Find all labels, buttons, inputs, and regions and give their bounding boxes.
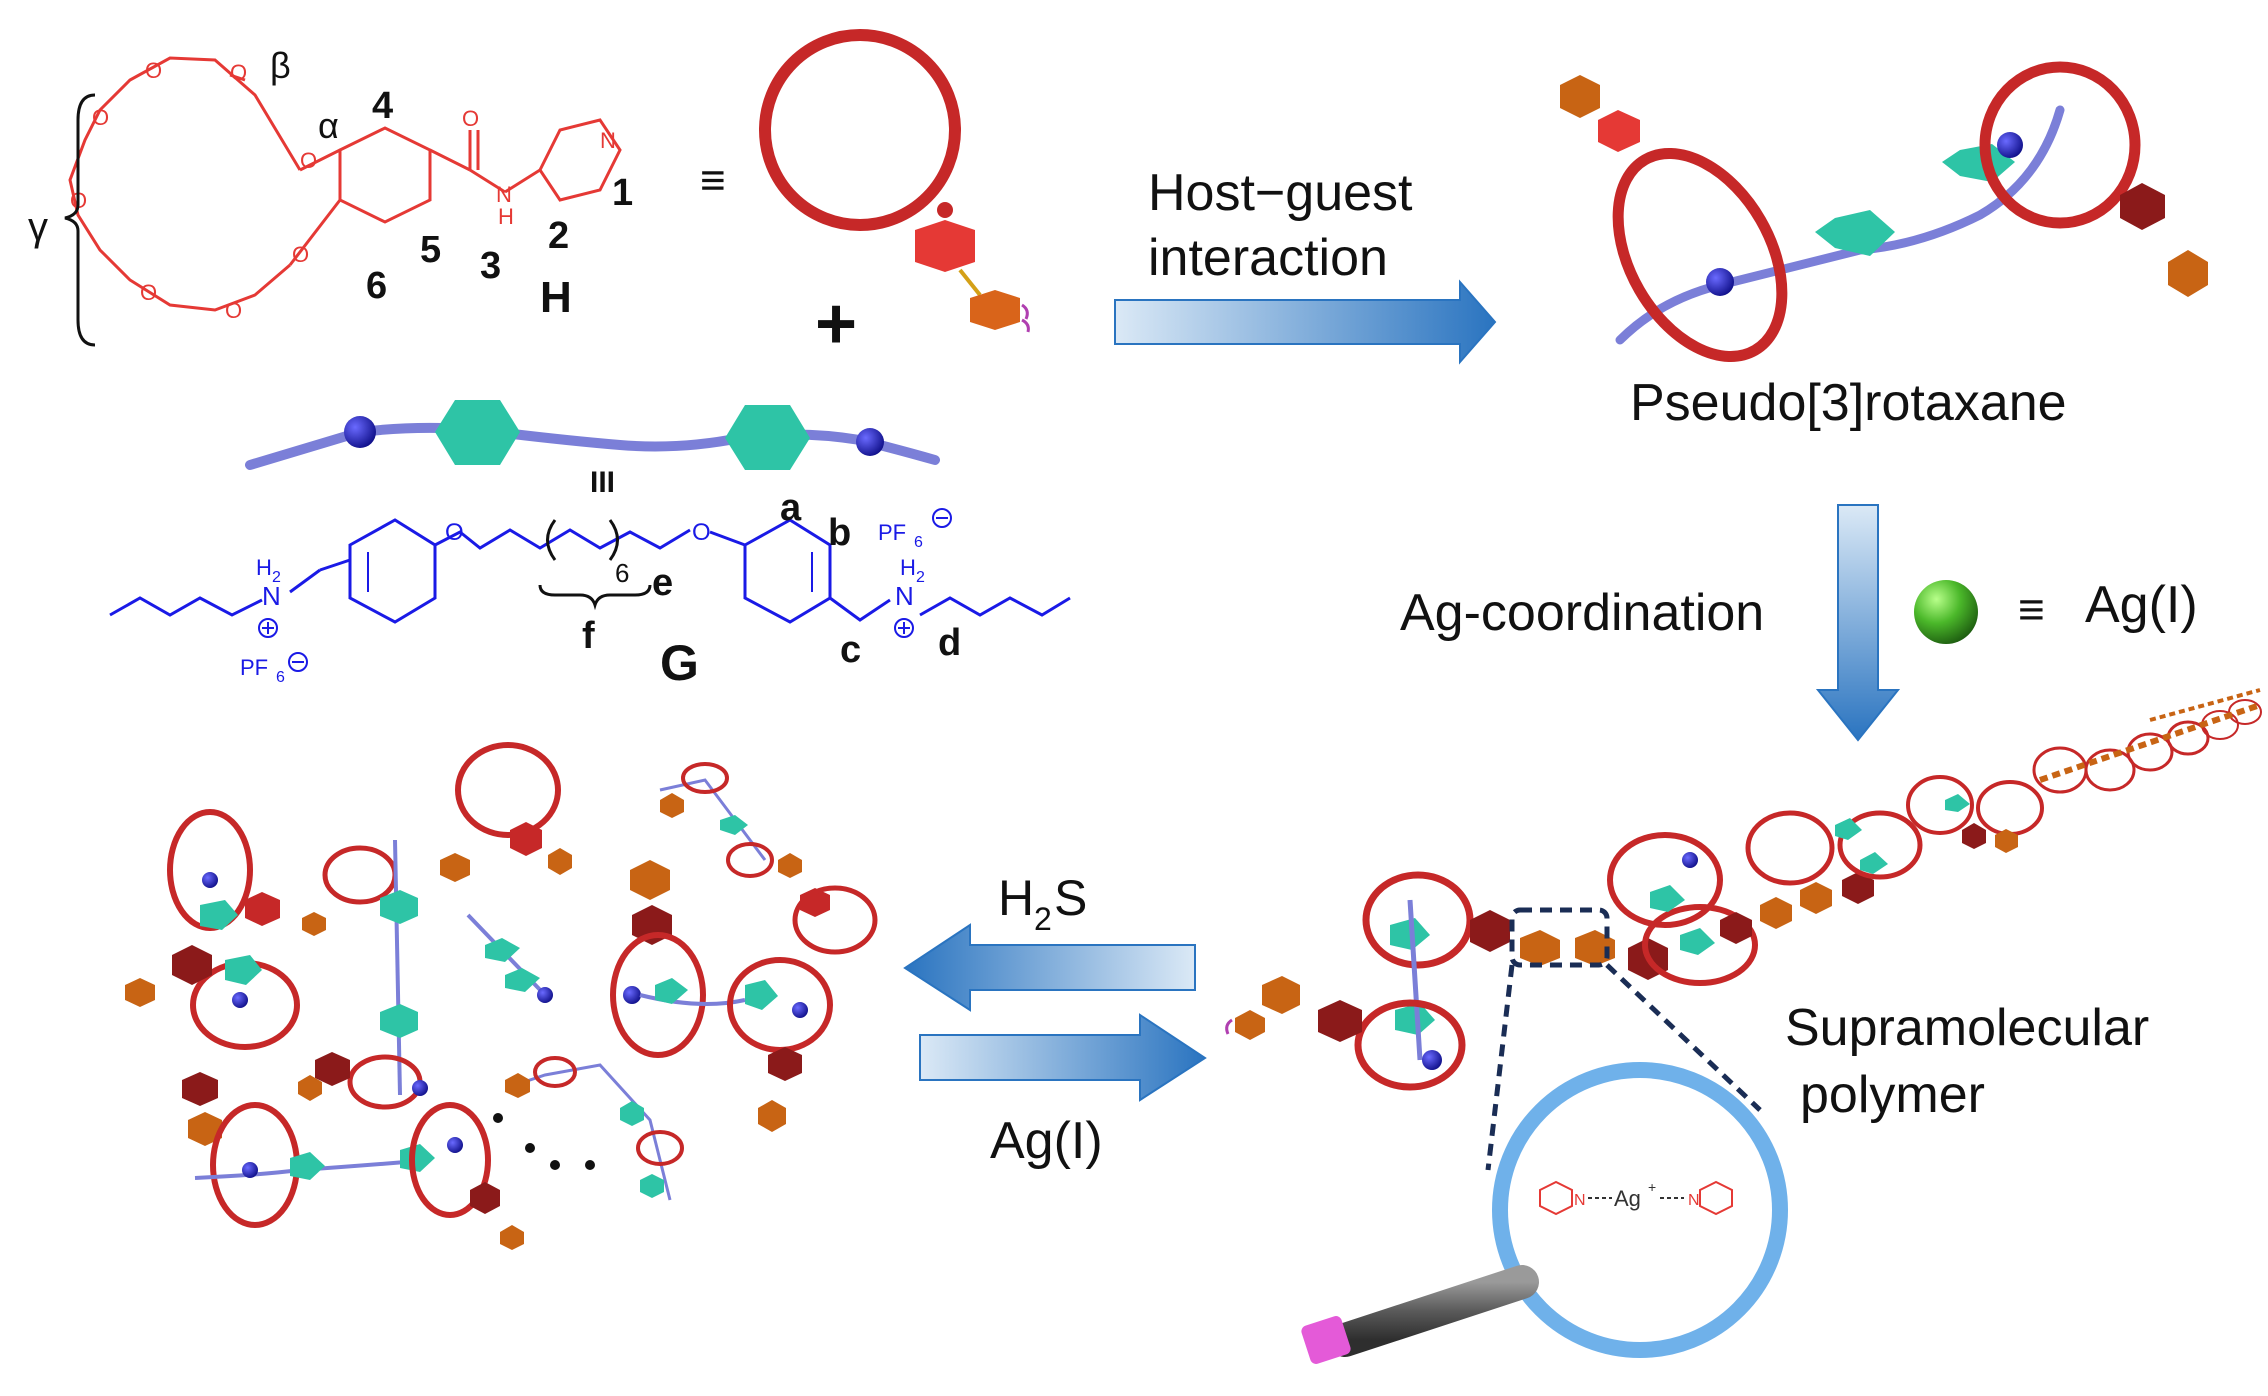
- magnifier-ag: Ag: [1614, 1186, 1641, 1211]
- guest-label-e: e: [652, 562, 673, 604]
- host-structure: [68, 56, 622, 312]
- host-label-alpha: α: [318, 105, 339, 146]
- label-ag-reverse: Ag(I): [990, 1112, 1103, 1170]
- f-brace: [538, 584, 652, 611]
- arrow-h2s: [903, 923, 1196, 1012]
- host-label-2: 2: [548, 215, 569, 257]
- label-host-guest-2: interaction: [1148, 229, 1388, 287]
- guest-repeat-6: 6: [615, 558, 629, 588]
- pseudorotaxane-label: Pseudo[3]rotaxane: [1630, 374, 2067, 432]
- zoom-box: [1509, 907, 1610, 968]
- crown-o-8: O: [292, 242, 309, 267]
- guest-h-right: H: [900, 555, 916, 580]
- crown-oxygen-labels: O O O O O O O O: [70, 58, 317, 323]
- zoom-line-right: [1605, 963, 1762, 1112]
- arrow-host-guest: [1114, 279, 1497, 365]
- guest-name: G: [660, 635, 699, 691]
- guest-n-left: N: [262, 581, 281, 611]
- magnifier-lens: [1492, 1062, 1788, 1358]
- crown-o-6: O: [225, 298, 242, 323]
- legend-ag-label: Ag(I): [2085, 576, 2198, 634]
- host-equiv-sign: ≡: [700, 156, 726, 205]
- host-name: H: [540, 273, 572, 322]
- guest-pf-right: PF: [878, 520, 906, 545]
- plus-sign: +: [815, 284, 857, 364]
- host-label-4: 4: [372, 85, 393, 127]
- magnifier-n-right: N: [1688, 1192, 1700, 1209]
- host-pyridine-n: N: [600, 128, 616, 153]
- host-label-6: 6: [366, 265, 387, 307]
- guest-n-right: N: [895, 581, 914, 611]
- guest-label-f: f: [582, 615, 595, 657]
- crown-o-7: O: [300, 148, 317, 173]
- guest-o-right: O: [692, 519, 711, 546]
- arrow-ag-coordination: [1815, 504, 1901, 742]
- guest-cartoon: [245, 400, 940, 470]
- h2s-h: H: [998, 870, 1034, 926]
- magnifier-ag-plus: +: [1648, 1179, 1656, 1195]
- host-amide-o: O: [462, 106, 479, 131]
- host-label-gamma: γ: [28, 205, 48, 249]
- crown-o-1: O: [230, 60, 247, 85]
- host-label-3: 3: [480, 245, 501, 287]
- gamma-brace: [64, 93, 96, 347]
- polymer-label-1: Supramolecular: [1785, 999, 2149, 1057]
- guest-label-d: d: [938, 622, 961, 664]
- polymer-label-2: polymer: [1800, 1066, 1985, 1124]
- crown-o-2: O: [145, 58, 162, 83]
- guest-label-III: III: [590, 466, 615, 499]
- label-host-guest-1: Host−guest: [1148, 164, 1413, 222]
- h2s-s: S: [1054, 870, 1087, 926]
- charge-symbols: [258, 508, 952, 672]
- host-label-beta: β: [270, 45, 291, 86]
- guest-pf-left: PF: [240, 655, 268, 680]
- host-amide-n: N: [496, 182, 512, 207]
- host-label-5: 5: [420, 229, 441, 271]
- host-amide-h: H: [498, 204, 514, 229]
- h2s-sub: 2: [1034, 901, 1052, 937]
- silver-ball-icon: [1914, 580, 1978, 644]
- guest-h-left: H: [256, 555, 272, 580]
- crown-o-5: O: [140, 280, 157, 305]
- zoom-line-left: [1485, 964, 1515, 1171]
- guest-h-sub-right: 2: [916, 569, 925, 586]
- guest-label-a: a: [780, 487, 802, 529]
- arrow-ag-forward: [919, 1013, 1207, 1102]
- guest-label-c: c: [840, 629, 861, 671]
- magnifier-n-left: N: [1574, 1192, 1586, 1209]
- host-cartoon: [759, 29, 1030, 333]
- guest-pf-sub-left: 6: [276, 669, 285, 686]
- disassembled-mixture: [125, 742, 878, 1250]
- guest-pf-sub-right: 6: [914, 534, 923, 551]
- silver-legend: ≡ Ag(I): [1914, 576, 2198, 644]
- pseudorotaxane-cartoon: [1560, 61, 2208, 362]
- supramolecular-polymer: [1225, 688, 2262, 1091]
- guest-o-left: O: [445, 519, 464, 546]
- crown-o-3: O: [92, 105, 109, 130]
- guest-label-b: b: [828, 512, 851, 554]
- label-ag-coordination: Ag-coordination: [1400, 584, 1764, 642]
- guest-structure: [109, 518, 1071, 624]
- host-label-1: 1: [612, 172, 633, 214]
- guest-h-sub-left: 2: [272, 569, 281, 586]
- legend-equiv: ≡: [2018, 583, 2045, 635]
- host-labels: β α γ 4 6 5 3 2 1 H O N H N: [28, 45, 633, 322]
- magnifier: N N Ag +: [1301, 1062, 1788, 1364]
- label-h2s: H 2 S: [998, 870, 1087, 937]
- magnifier-handle-tip: [1301, 1316, 1351, 1364]
- guest-labels: a b e f c d G 6 O O H 2 N PF 6 H 2 N PF …: [240, 487, 961, 691]
